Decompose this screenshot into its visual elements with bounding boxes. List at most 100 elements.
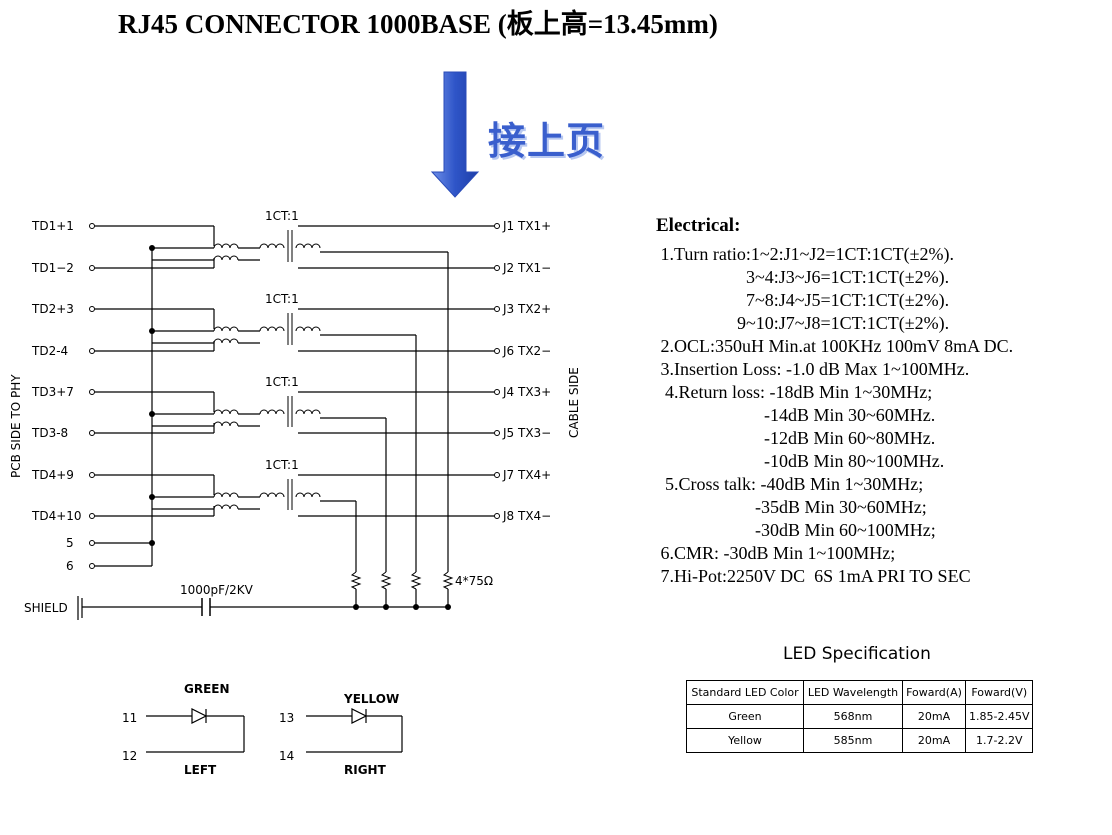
pin-label: 6 (66, 559, 74, 573)
pin-label: J5 TX3− (502, 426, 551, 440)
table-row: Yellow 585nm 20mA 1.7-2.2V (686, 728, 1034, 753)
pin-terminal (494, 223, 500, 229)
electrical-line: -30dB Min 60~100MHz; (656, 520, 936, 540)
resistor (442, 571, 454, 590)
pin-terminal (89, 223, 95, 229)
led-color-label: GREEN (184, 682, 230, 696)
pin-terminal (89, 389, 95, 395)
table-row: Green 568nm 20mA 1.85-2.45V (686, 704, 1034, 729)
electrical-line: 6.CMR: -30dB Min 1~100MHz; (656, 543, 896, 563)
led-pin-label: 14 (279, 749, 294, 763)
led-pin-label: 11 (122, 711, 137, 725)
junction-dot (149, 540, 155, 546)
led-spec-header-row: Standard LED Color LED Wavelength Foward… (686, 680, 1034, 705)
pin-label: TD3+7 (31, 385, 74, 399)
electrical-line: -14dB Min 30~60MHz. (656, 405, 936, 425)
pin-terminal (494, 430, 500, 436)
secondary-winding (295, 326, 321, 332)
choke-winding (213, 255, 239, 261)
pin-terminal (89, 306, 95, 312)
choke-winding (213, 409, 239, 415)
electrical-line: 3.Insertion Loss: -1.0 dB Max 1~100MHz. (656, 359, 970, 379)
shield-label: SHIELD (24, 601, 68, 615)
resistor-value-label: 4*75Ω (455, 574, 493, 588)
electrical-spec-block: Electrical: 1.Turn ratio:1~2:J1~J2=1CT:1… (656, 214, 1013, 588)
header-cell: Foward(V) (964, 680, 1034, 705)
pin-label: TD2-4 (31, 344, 68, 358)
cell: Green (686, 704, 804, 729)
electrical-line: 7~8:J4~J5=1CT:1CT(±2%). (656, 290, 950, 310)
page-title: RJ45 CONNECTOR 1000BASE (板上高=13.45mm) (118, 9, 718, 39)
led-color-label: YELLOW (343, 692, 399, 706)
pin-terminal (89, 513, 95, 519)
led-diode-icon (191, 708, 208, 724)
led-diode-icon (351, 708, 368, 724)
electrical-line: -10dB Min 80~100MHz. (656, 451, 945, 471)
led-pin-label: 13 (279, 711, 294, 725)
pin-terminal (494, 513, 500, 519)
electrical-line: 1.Turn ratio:1~2:J1~J2=1CT:1CT(±2%). (656, 244, 954, 264)
pin-terminal (494, 306, 500, 312)
pin-terminal (494, 389, 500, 395)
pin-terminal (494, 348, 500, 354)
electrical-line: 3~4:J3~J6=1CT:1CT(±2%). (656, 267, 950, 287)
pin-terminal (89, 540, 95, 546)
pin-terminal (89, 430, 95, 436)
pin-terminal (494, 472, 500, 478)
electrical-lines: 1.Turn ratio:1~2:J1~J2=1CT:1CT(±2%). 3~4… (656, 243, 1014, 588)
led-spec-title: LED Specification (783, 644, 931, 664)
electrical-line: 7.Hi-Pot:2250V DC 6S 1mA PRI TO SEC (656, 566, 971, 586)
capacitor-label: 1000pF/2KV (180, 583, 254, 597)
cell: 20mA (902, 704, 966, 729)
cell: 568nm (803, 704, 903, 729)
choke-winding (213, 492, 239, 498)
choke-winding (213, 326, 239, 332)
secondary-winding (295, 243, 321, 249)
electrical-line: 4.Return loss: -18dB Min 1~30MHz; (656, 382, 933, 402)
pin-label: J1 TX1+ (502, 219, 551, 233)
pin-label: J2 TX1− (502, 261, 551, 275)
resistor (350, 571, 362, 590)
transformer-ratio-label: 1CT:1 (265, 375, 299, 389)
pin-label: J6 TX2− (502, 344, 551, 358)
pin-terminal (89, 265, 95, 271)
cell: 20mA (902, 728, 966, 753)
header-cell: Foward(A) (902, 680, 966, 705)
pin-terminal (89, 472, 95, 478)
pin-label: TD2+3 (31, 302, 74, 316)
pin-label: J8 TX4− (502, 509, 551, 523)
primary-winding (259, 409, 285, 415)
pin-label: J4 TX3+ (502, 385, 551, 399)
pin-terminal (89, 348, 95, 354)
choke-winding (213, 504, 239, 510)
pcb-side-label: PCB SIDE TO PHY (9, 374, 23, 478)
primary-winding (259, 492, 285, 498)
pin-label: J3 TX2+ (502, 302, 551, 316)
cell: 1.7-2.2V (964, 728, 1034, 753)
pin-label: TD1−2 (31, 261, 74, 275)
led-position-label: LEFT (184, 763, 217, 777)
electrical-line: -12dB Min 60~80MHz. (656, 428, 936, 448)
cell: 1.85-2.45V (964, 704, 1034, 729)
pin-label: TD1+1 (31, 219, 74, 233)
led-spec-table: Standard LED Color LED Wavelength Foward… (686, 680, 1034, 753)
header-cell: LED Wavelength (803, 680, 903, 705)
cable-side-label: CABLE SIDE (567, 367, 581, 438)
primary-winding (259, 326, 285, 332)
electrical-line: 2.OCL:350uH Min.at 100KHz 100mV 8mA DC. (656, 336, 1014, 356)
transformer-ratio-label: 1CT:1 (265, 209, 299, 223)
pin-label: TD4+9 (31, 468, 74, 482)
continued-from-previous-page: 接上页 (488, 119, 606, 163)
cell: Yellow (686, 728, 804, 753)
pin-terminal (494, 265, 500, 271)
choke-winding (213, 421, 239, 427)
pin-label: 5 (66, 536, 74, 550)
secondary-winding (295, 409, 321, 415)
led-pin-label: 12 (122, 749, 137, 763)
electrical-line: -35dB Min 30~60MHz; (656, 497, 927, 517)
pin-label: TD3-8 (31, 426, 68, 440)
choke-winding (213, 338, 239, 344)
cell: 585nm (803, 728, 903, 753)
